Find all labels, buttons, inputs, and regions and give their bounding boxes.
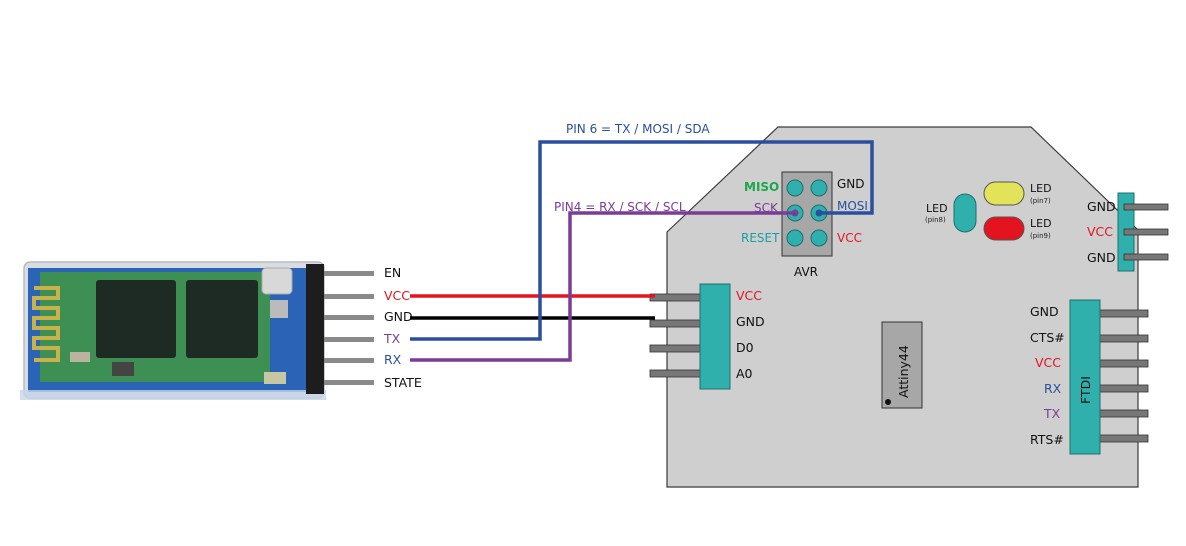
bt-pin-labels: EN VCC GND TX RX STATE (383, 265, 422, 390)
sck-wire-label: PIN4 = RX / SCK / SCL (554, 200, 686, 214)
ftdi-pin-gnd: GND (1030, 304, 1059, 319)
left-header (649, 283, 731, 390)
avr-mosi-label: MOSI (837, 199, 868, 213)
mosi-wire-label: PIN 6 = TX / MOSI / SDA (566, 122, 710, 136)
avr-vcc-label: VCC (837, 231, 862, 245)
right-header (1117, 192, 1169, 272)
bt-pin-gnd: GND (384, 309, 413, 324)
bt-pin-rx: RX (384, 352, 402, 367)
ftdi-pin-vcc: VCC (1035, 355, 1061, 370)
left-pin-gnd: GND (736, 314, 765, 329)
bt-pin-tx: TX (383, 331, 401, 346)
led-pin9-label: LED (1030, 217, 1052, 230)
ftdi-labels: GND CTS# VCC RX TX RTS# (1030, 304, 1065, 447)
wire-rx-sck (410, 211, 795, 362)
bt-pin-vcc: VCC (384, 288, 410, 303)
main-board (666, 126, 1139, 488)
avr-miso-label: MISO (744, 180, 779, 194)
led-pin7-label: LED (1030, 182, 1052, 195)
left-pin-d0: D0 (736, 340, 754, 355)
right-pin-vcc: VCC (1087, 224, 1113, 239)
led-labels: LED (pin8) LED (pin7) LED (pin9) (925, 182, 1052, 240)
led-pin7 (983, 181, 1025, 206)
led-pin9 (983, 216, 1025, 241)
led-pin7-sub: (pin7) (1030, 197, 1051, 205)
leds (953, 181, 1025, 241)
right-pin-gnd-top: GND (1087, 199, 1116, 214)
ftdi-pin-rx: RX (1044, 381, 1062, 396)
right-header-labels: GND VCC GND (1087, 199, 1116, 265)
mosi-wire-end (815, 209, 823, 217)
antenna-trace (32, 286, 60, 362)
led-pin9-sub: (pin9) (1030, 232, 1051, 240)
led-pin8-sub: (pin8) (925, 216, 946, 224)
main-chip (96, 280, 176, 358)
right-pin-gnd-bottom: GND (1087, 250, 1116, 265)
left-pin-a0: A0 (736, 366, 753, 381)
avr-labels: MISO SCK RESET GND MOSI VCC AVR (741, 177, 868, 279)
left-header-labels: VCC GND D0 A0 (736, 288, 765, 381)
avr-gnd-label: GND (837, 177, 865, 191)
ftdi-pin-cts: CTS# (1030, 330, 1065, 345)
avr-title: AVR (794, 265, 818, 279)
ftdi-header: FTDI (1069, 299, 1149, 455)
bluetooth-module (20, 261, 326, 400)
bt-pin-state: STATE (384, 375, 422, 390)
left-pin-vcc: VCC (736, 288, 762, 303)
pin-header-block (306, 264, 324, 394)
avr-reset-label: RESET (741, 231, 780, 245)
ftdi-label: FTDI (1078, 376, 1093, 404)
led-pin8-label: LED (926, 202, 948, 215)
wires (410, 140, 874, 362)
sck-wire-end (791, 209, 799, 217)
flash-chip (186, 280, 258, 358)
chip-label: Attiny44 (896, 345, 911, 398)
attiny-chip: Attiny44 (881, 321, 923, 409)
bt-pin-en: EN (384, 265, 401, 280)
ftdi-pin-rts: RTS# (1030, 432, 1064, 447)
button (261, 267, 293, 295)
ftdi-pin-tx: TX (1043, 406, 1061, 421)
wire-tx-mosi (410, 140, 874, 341)
led-pin8 (953, 193, 977, 233)
bt-pins (324, 271, 374, 385)
